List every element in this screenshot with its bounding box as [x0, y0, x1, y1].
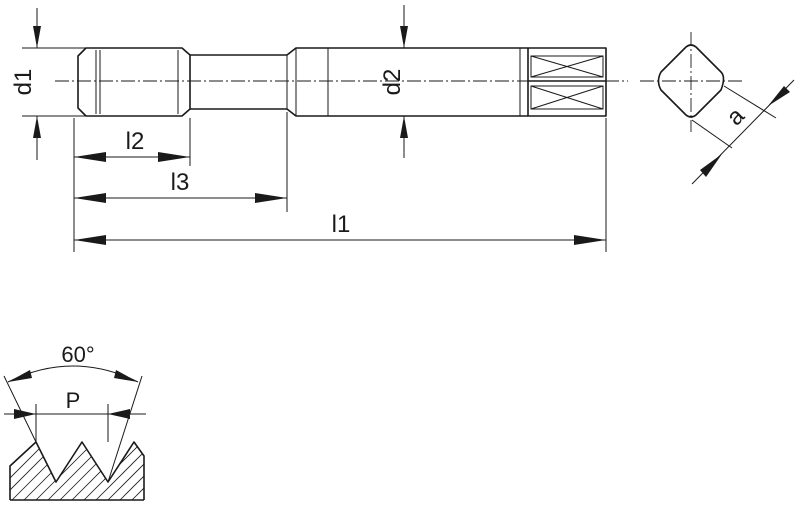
flank-extension-left [3, 375, 37, 443]
length-dimensions: l2 l3 l1 [73, 112, 607, 252]
l1-arrow-right [574, 235, 606, 245]
square-flat-lower [530, 85, 604, 110]
angle-arrow-left [8, 370, 32, 382]
d1-arrow-top [33, 26, 41, 48]
tap-side-view [55, 47, 628, 117]
d2-label: d2 [379, 69, 406, 96]
dimension-d2: d2 [379, 5, 408, 158]
d2-arrow-top [400, 26, 408, 48]
l2-arrow-right [158, 152, 190, 162]
d1-arrow-bottom [33, 116, 41, 138]
dimension-d1: d1 [10, 8, 86, 160]
flat-cross [530, 85, 604, 110]
a-arrow-lower [700, 154, 722, 177]
a-extension-lower [691, 119, 733, 149]
square-end-view: a [640, 32, 795, 185]
square-flat-upper [530, 55, 604, 78]
a-label: a [721, 102, 750, 131]
a-extension-upper [723, 85, 777, 119]
pitch-label: P [66, 388, 81, 413]
l3-arrow-left [74, 193, 106, 203]
l2-label: l2 [126, 128, 145, 155]
angle-label: 60° [61, 342, 94, 367]
neck-bottom [190, 108, 528, 117]
pitch-arrow-left [14, 409, 36, 419]
l1-arrow-left [74, 235, 106, 245]
neck-top [190, 47, 528, 56]
pitch-arrow-right [108, 409, 130, 419]
d1-label: d1 [10, 69, 37, 96]
l3-label: l3 [171, 169, 190, 196]
threaded-section [77, 47, 191, 117]
a-arrow-upper [768, 86, 790, 106]
flank-extension-right [107, 375, 143, 483]
angle-arrow-right [114, 370, 138, 382]
square-end-shape [657, 44, 725, 118]
square-drive [527, 47, 607, 117]
d2-arrow-bottom [400, 116, 408, 138]
l3-arrow-right [255, 193, 287, 203]
l2-arrow-left [74, 152, 106, 162]
profile-outline [9, 441, 145, 500]
l1-label: l1 [332, 211, 351, 238]
thread-profile-detail: 60° P [3, 342, 146, 501]
flat-cross [530, 55, 604, 78]
